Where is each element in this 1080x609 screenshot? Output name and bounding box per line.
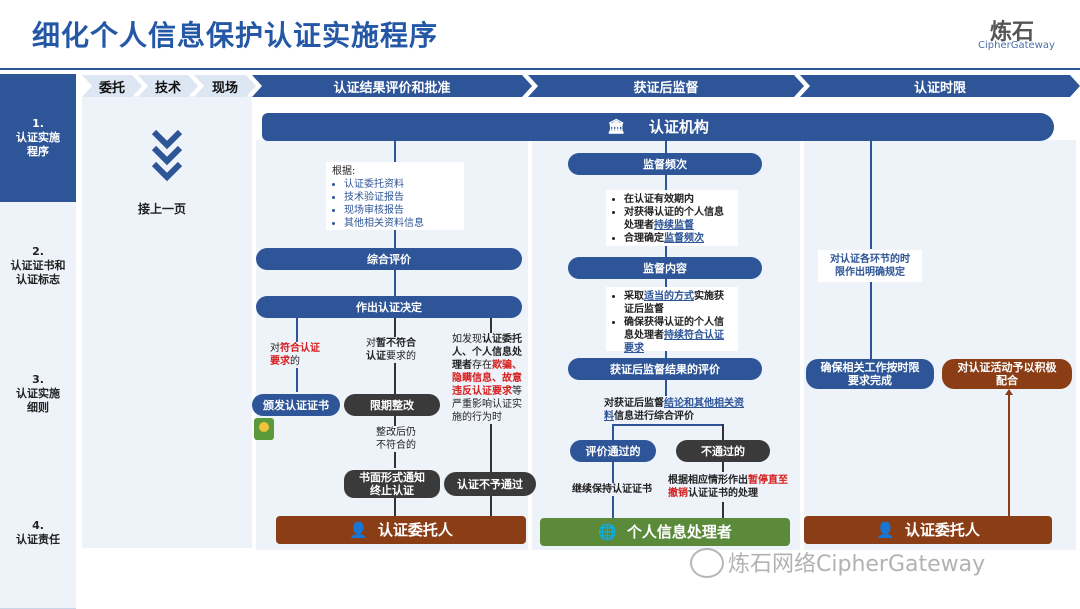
client-bar-2: 👤认证委托人 [804, 516, 1052, 544]
timelimit-column-bg [804, 140, 1076, 550]
left-column-bg [82, 96, 252, 548]
chevron-down-icon [150, 128, 184, 186]
freq-item: 对获得认证的个人信息处理者持续监督 [624, 206, 732, 232]
branch-conform-text: 对符合认证要求的 [270, 342, 324, 368]
sidebar-item-certificate[interactable]: 2. 认证证书和 认证标志 [0, 202, 76, 331]
fail-box: 不通过的 [676, 440, 770, 462]
header-timelimit: 认证时限 [800, 75, 1080, 97]
sidebar-item-rules[interactable]: 3. 认证实施 细则 [0, 330, 76, 459]
keep-cert-text: 继续保持认证证书 [572, 483, 658, 496]
certificate-icon [254, 418, 274, 440]
connector-line [394, 498, 396, 516]
decision-box: 作出认证决定 [256, 296, 522, 318]
user-icon: 👤 [876, 520, 895, 539]
connector-line [612, 424, 614, 440]
freq-item: 合理确定监督频次 [624, 232, 732, 245]
connector-line [870, 282, 872, 360]
title-divider [0, 68, 1080, 70]
suspend-text: 根据相应情形作出暂停直至撤销认证证书的处理 [668, 474, 794, 500]
processor-bar: 🌐个人信息处理者 [540, 518, 790, 546]
connector-line [722, 462, 724, 472]
authority-label: 认证机构 [648, 117, 709, 136]
connector-line [665, 175, 667, 191]
basis-item: 现场审核报告 [344, 204, 458, 217]
ensure-box: 确保相关工作按时限 要求完成 [806, 359, 934, 389]
connector-line [722, 424, 724, 440]
content-item: 确保获得认证的个人信息处理者持续符合认证要求 [624, 316, 732, 355]
connector-line [612, 424, 722, 426]
arrow-up-icon [1005, 389, 1013, 395]
user-icon: 👤 [349, 520, 368, 539]
connector-line [394, 270, 396, 296]
header-supervision: 获证后监督 [528, 75, 804, 97]
connector-line [665, 246, 667, 258]
branch-fraud-text: 如发现认证委托人、个人信息处理者存在欺骗、隐瞒信息、故意违反认证要求等严重影响认… [452, 333, 526, 424]
header-evaluation: 认证结果评价和批准 [252, 75, 532, 97]
basis-title: 根据: [332, 166, 356, 177]
basis-item: 其他相关资料信息 [344, 217, 458, 230]
wechat-icon [690, 548, 724, 578]
logo-text: 炼石 [990, 20, 1035, 45]
basis-item: 技术验证报告 [344, 191, 458, 204]
freq-card: 在认证有效期内 对获得认证的个人信息处理者持续监督 合理确定监督频次 [606, 190, 738, 246]
written-notice-box: 书面形式通知 终止认证 [344, 470, 440, 498]
comprehensive-eval: 综合评价 [256, 248, 522, 270]
bank-icon: 🏛 [607, 118, 625, 135]
connector-line [394, 230, 396, 248]
connector-line [665, 141, 667, 153]
connector-line [665, 351, 667, 358]
cooperate-box: 对认证活动予以积极 配合 [942, 359, 1072, 389]
branch-nonconform-text: 对暂不符合认证要求的 [366, 337, 422, 363]
eval-title: 获证后监督结果的评价 [568, 358, 762, 380]
connector-line [1008, 393, 1010, 516]
content-item: 采取适当的方式实施获证后监督 [624, 290, 732, 316]
pass-box: 评价通过的 [570, 440, 656, 462]
watermark-text: 炼石网络CipherGateway [728, 552, 986, 577]
still-fail-text: 整改后仍 不符合的 [368, 426, 424, 452]
authority-bar: 🏛 认证机构 [262, 113, 1054, 141]
header-tech: 技术 [138, 75, 198, 97]
rectify-box: 限期整改 [344, 394, 440, 416]
issue-cert-box: 颁发认证证书 [252, 394, 340, 416]
basis-item: 认证委托资料 [344, 178, 458, 191]
sidebar-item-liability[interactable]: 4. 认证责任 [0, 458, 76, 609]
header-entrust: 委托 [82, 75, 142, 97]
not-pass-box: 认证不予通过 [444, 472, 536, 496]
connector-line [665, 279, 667, 287]
page-title: 细化个人信息保护认证实施程序 [32, 19, 439, 52]
logo-subtext: CipherGateway [978, 40, 1055, 51]
content-title: 监督内容 [568, 257, 762, 279]
connector-line [870, 141, 872, 249]
connector-line [394, 141, 396, 163]
sidebar-item-procedure[interactable]: 1. 认证实施 程序 [0, 74, 76, 203]
client-bar-1: 👤认证委托人 [276, 516, 526, 544]
connector-line [490, 496, 492, 516]
continue-label: 接上一页 [138, 202, 187, 216]
header-onsite: 现场 [194, 75, 256, 97]
eval-text: 对获证后监督结论和其他相关资料信息进行综合评价 [604, 397, 744, 423]
freq-item: 在认证有效期内 [624, 193, 732, 206]
content-card: 采取适当的方式实施获证后监督 确保获得认证的个人信息处理者持续符合认证要求 [606, 287, 738, 354]
basis-card: 根据: 认证委托资料 技术验证报告 现场审核报告 其他相关资料信息 [326, 162, 464, 230]
connector-line [665, 380, 667, 396]
connector-line [722, 502, 724, 518]
globe-icon: 🌐 [598, 522, 617, 541]
timelimit-note: 对认证各环节的时 限作出明确规定 [818, 250, 922, 282]
freq-title: 监督频次 [568, 153, 762, 175]
